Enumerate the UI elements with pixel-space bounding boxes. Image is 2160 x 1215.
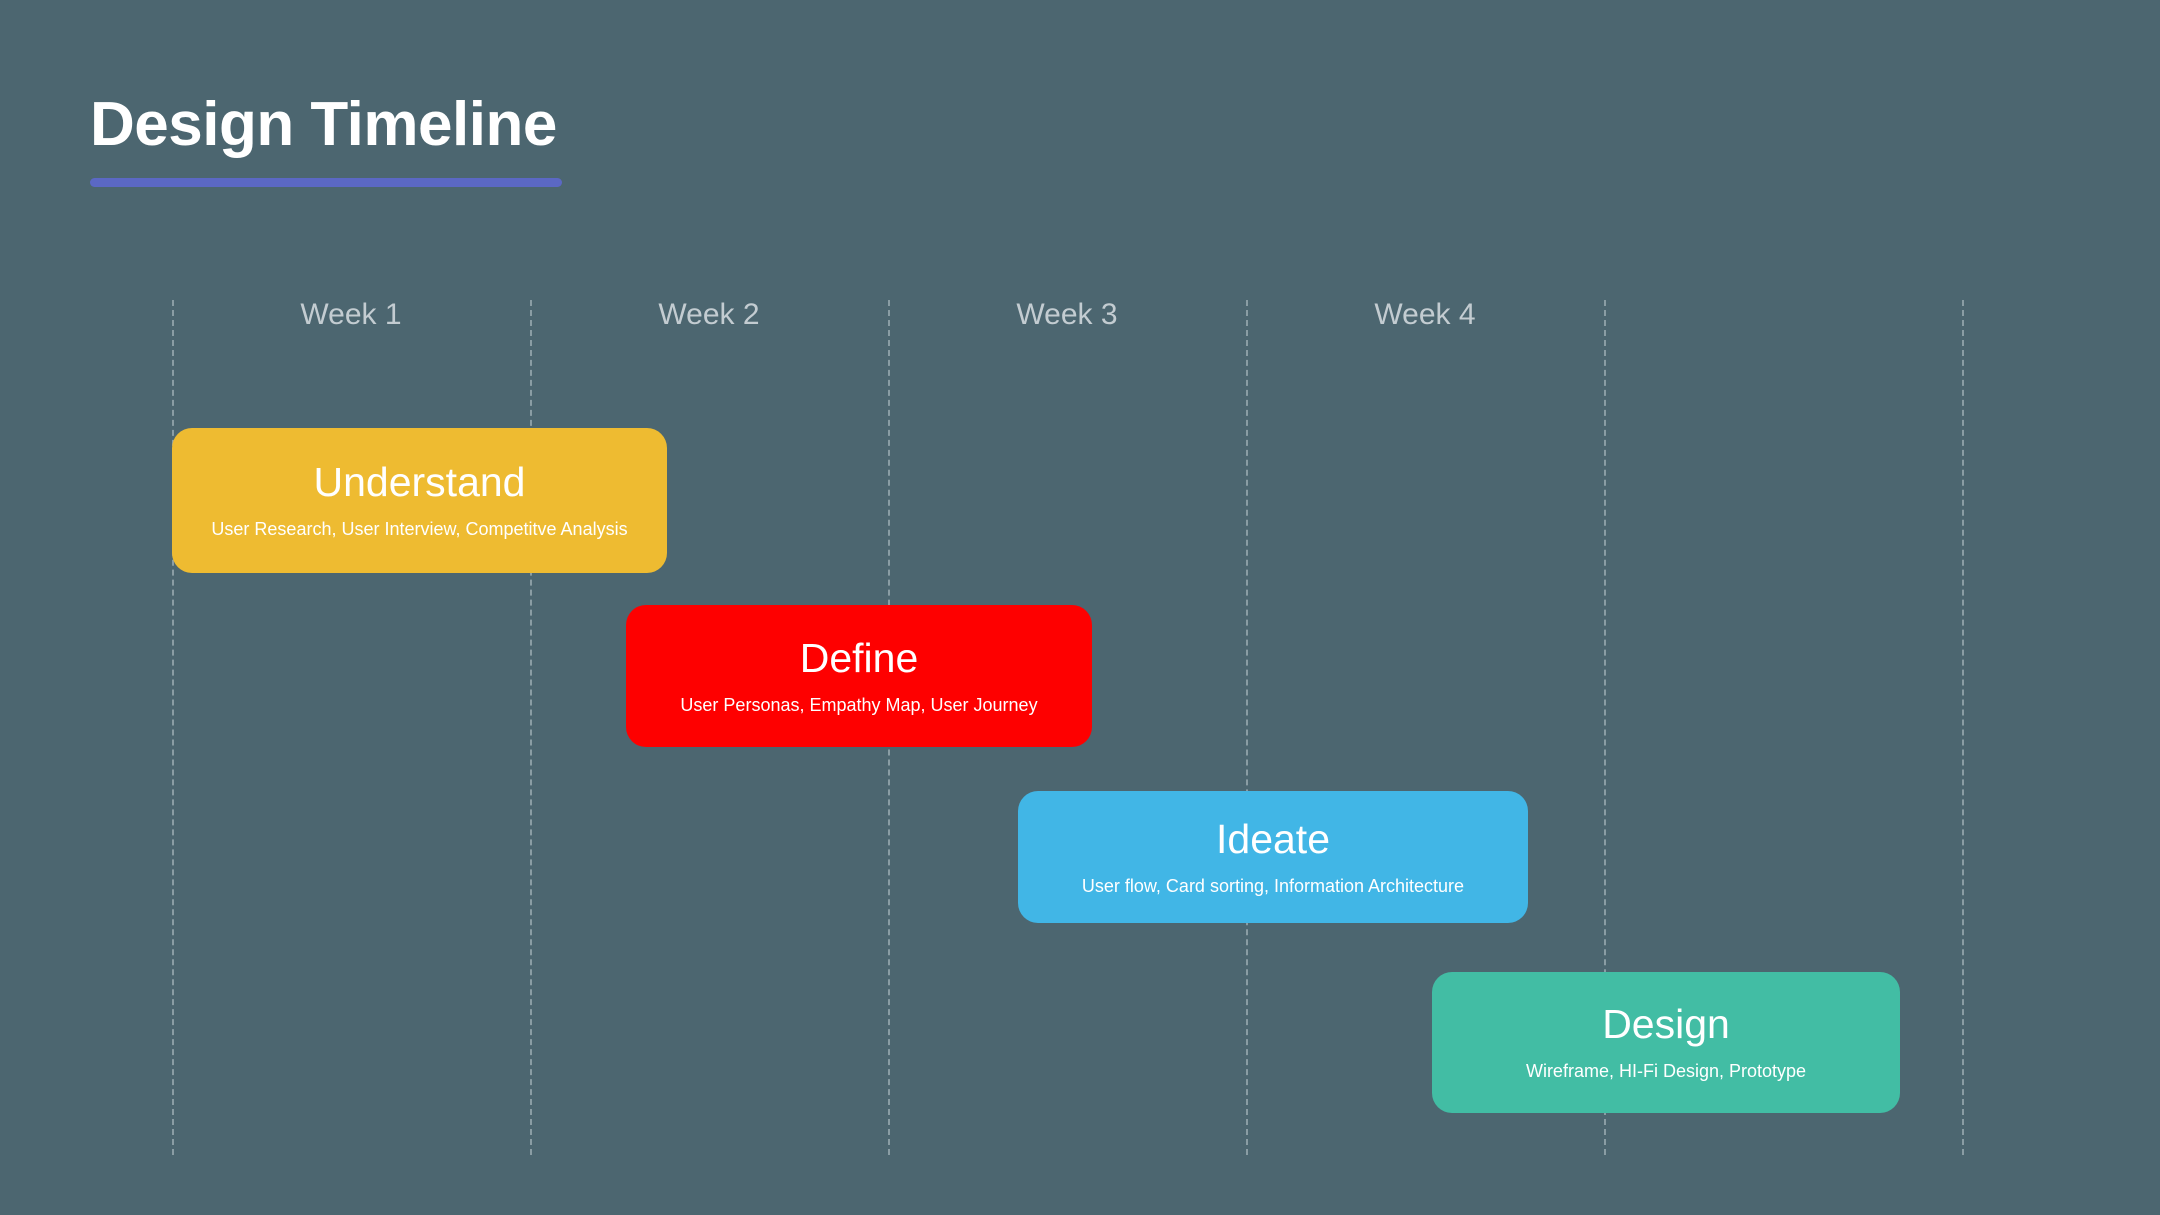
page-title: Design Timeline [90,90,557,159]
timeline-gridline [1962,300,1966,1155]
title-block: Design Timeline [90,90,562,188]
timeline-gridline [530,300,534,1155]
phase-subtitle: User Personas, Empathy Map, User Journey [680,694,1038,715]
week-label-3: Week 3 [1016,298,1118,331]
phase-subtitle: User Research, User Interview, Competitv… [211,519,628,540]
phase-title: Understand [313,459,526,506]
week-label-1: Week 1 [300,298,402,331]
title-underline [90,178,562,188]
phase-title: Define [799,634,919,681]
week-label-2: Week 2 [658,298,760,331]
timeline-gridline [172,300,176,1155]
phase-title: Design [1602,1001,1730,1048]
phase-subtitle: Wireframe, HI-Fi Design, Prototype [1525,1061,1807,1082]
timeline-gridline [1246,300,1250,1155]
phase-title: Ideate [1216,815,1330,862]
timeline-gridline [1604,300,1608,1155]
phase-subtitle: User flow, Card sorting, Information Arc… [1081,875,1465,896]
week-label-4: Week 4 [1374,298,1476,331]
